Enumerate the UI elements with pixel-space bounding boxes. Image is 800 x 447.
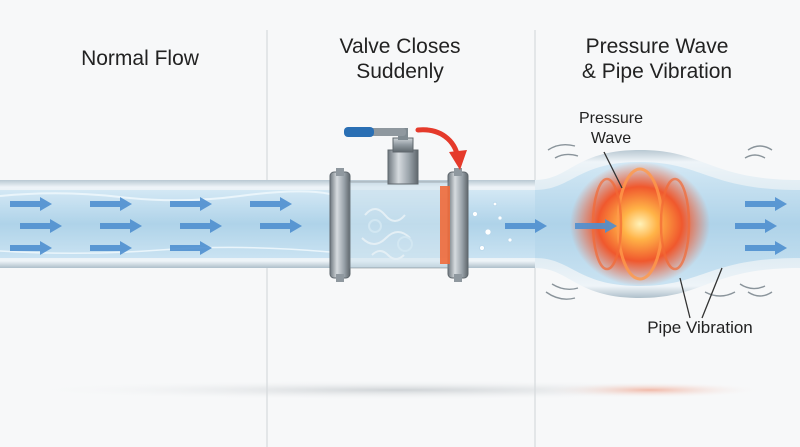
flow-arrow-icon bbox=[505, 219, 547, 233]
flow-arrow-icon bbox=[100, 219, 142, 233]
flow-arrow-icon bbox=[735, 219, 777, 233]
label-pipe-vibration: Pipe Vibration bbox=[647, 318, 753, 337]
flow-arrow-icon bbox=[180, 219, 222, 233]
bubbles bbox=[472, 201, 513, 251]
flow-arrow-icon bbox=[745, 241, 787, 255]
flow-arrows bbox=[10, 197, 787, 255]
vibration-wave-icon bbox=[545, 143, 773, 300]
label-pressure-wave: Pressure Wave bbox=[578, 110, 644, 147]
annotation-leaders bbox=[603, 151, 723, 319]
flow-arrow-icon bbox=[170, 241, 212, 255]
panel-title-valve-closes: Valve Closes Suddenly bbox=[339, 35, 461, 83]
floor-shadow-red bbox=[540, 382, 760, 398]
flow-arrow-icon bbox=[10, 241, 52, 255]
flow-arrow-icon bbox=[90, 241, 132, 255]
panel-title-pressure-wave: Pressure Wave & Pipe Vibration bbox=[581, 35, 733, 83]
valve bbox=[329, 127, 469, 282]
pressure-wave bbox=[570, 162, 710, 286]
valve-handle-icon bbox=[344, 127, 406, 137]
flow-arrow-icon bbox=[575, 219, 617, 233]
flow-arrow-icon bbox=[260, 219, 302, 233]
flow-arrow-icon bbox=[10, 197, 52, 211]
flow-arrow-icon bbox=[20, 219, 62, 233]
flow-arrow-icon bbox=[250, 197, 292, 211]
valve-gate bbox=[440, 186, 450, 264]
rotation-arrow-icon bbox=[415, 127, 467, 170]
flow-arrow-icon bbox=[745, 197, 787, 211]
valve-bonnet bbox=[387, 149, 419, 185]
panel-title-normal-flow: Normal Flow bbox=[81, 47, 199, 70]
valve-flange-right bbox=[447, 171, 469, 279]
flow-arrow-icon bbox=[170, 197, 212, 211]
bulging-pipe bbox=[535, 150, 800, 298]
valve-flange-left bbox=[329, 171, 351, 279]
flow-arrow-icon bbox=[90, 197, 132, 211]
